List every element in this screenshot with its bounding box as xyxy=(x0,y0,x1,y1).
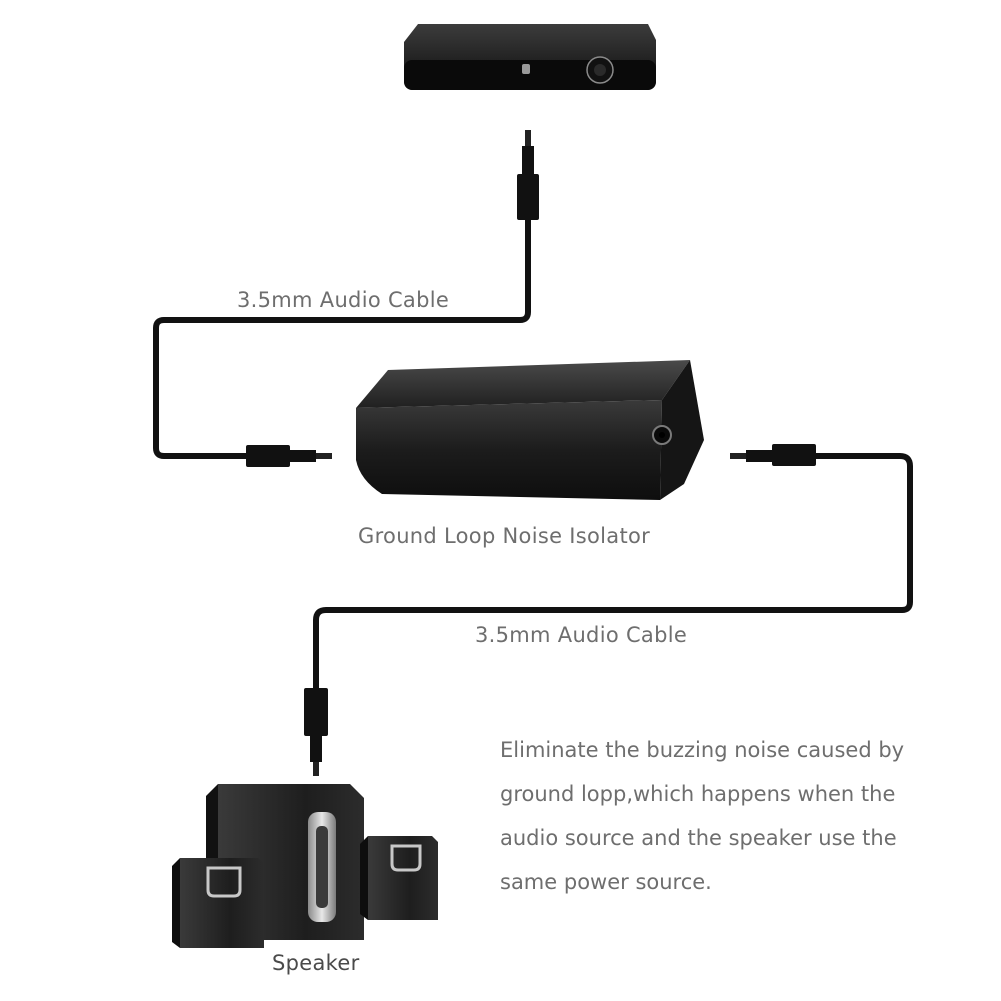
power-led-icon xyxy=(522,64,530,74)
speaker-label: Speaker xyxy=(272,951,360,975)
audio-source-device xyxy=(404,24,656,90)
speaker-system xyxy=(172,784,438,948)
description-line: same power source. xyxy=(500,870,712,894)
description-line: audio source and the speaker use the xyxy=(500,826,897,850)
description-text: Eliminate the buzzing noise caused by gr… xyxy=(500,728,970,904)
cable-label-top: 3.5mm Audio Cable xyxy=(237,288,450,312)
ground-loop-isolator xyxy=(356,360,704,500)
cable-label-bottom: 3.5mm Audio Cable xyxy=(475,623,688,647)
isolator-label: Ground Loop Noise Isolator xyxy=(358,524,651,548)
description-line: Eliminate the buzzing noise caused by xyxy=(500,738,905,762)
description-line: ground lopp,which happens when the xyxy=(500,782,896,806)
audio-cable-top xyxy=(153,130,539,467)
audio-cable-bottom xyxy=(304,444,913,776)
